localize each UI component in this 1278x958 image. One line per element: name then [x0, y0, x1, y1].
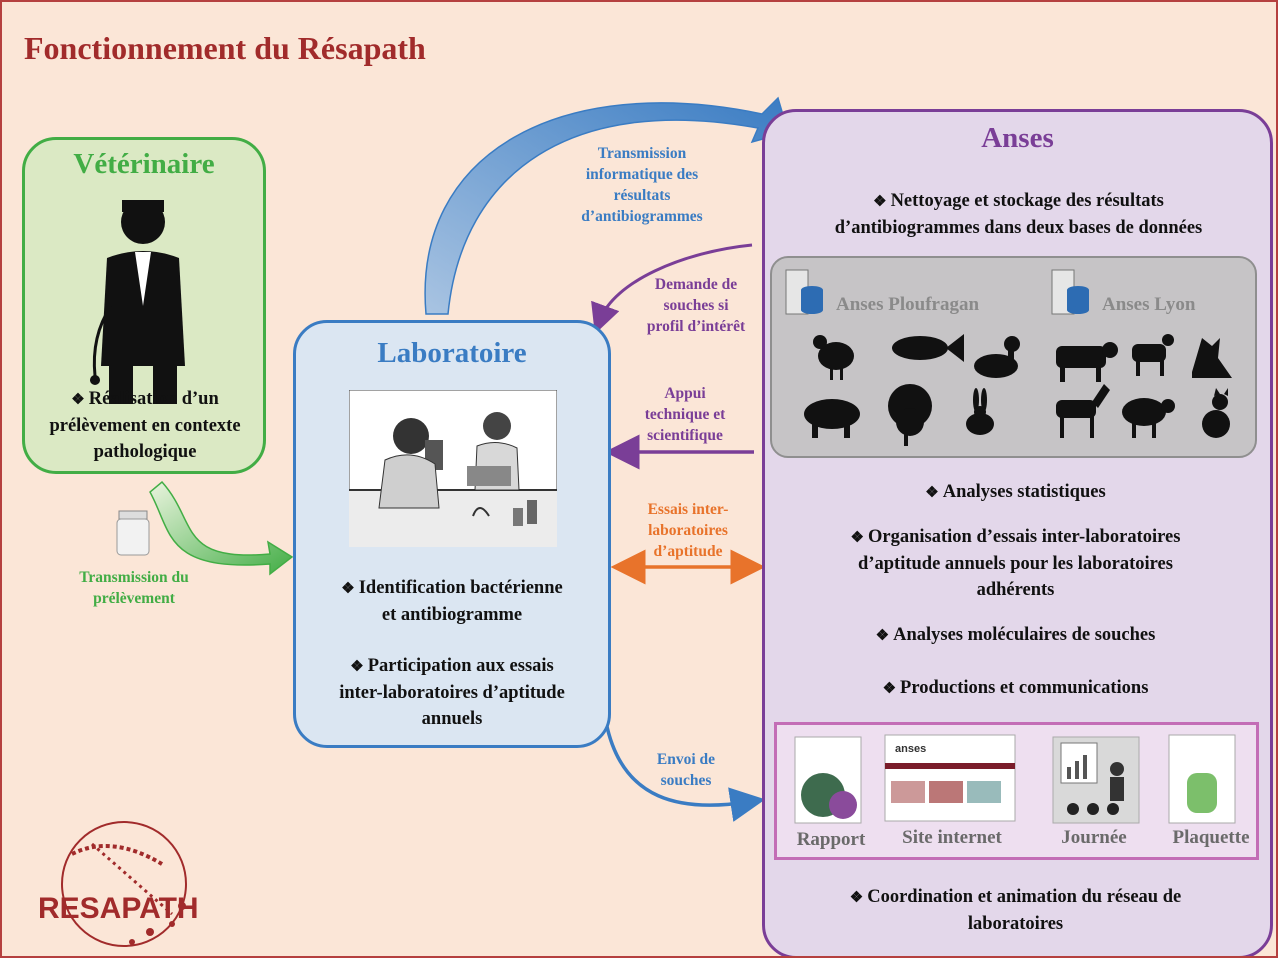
veterinaire-heading: Vétérinaire: [73, 148, 215, 180]
ploufragan-animals: [804, 334, 1020, 446]
production-journee: Journée: [1061, 827, 1127, 848]
resapath-logo-text: RESAPATH: [38, 892, 199, 925]
prelevement-arrow: [149, 480, 294, 576]
veterinaire-bullet: ❖Réalisation d’un prélèvement en context…: [49, 389, 241, 462]
anses-bullet-stats: ❖Analyses statistiques: [925, 482, 1106, 502]
anses-bullet-productions: ❖Productions et communications: [882, 678, 1149, 698]
lyon-animals: [1056, 334, 1232, 438]
species-box: Anses Ploufragan Anses Lyon: [770, 256, 1257, 458]
production-plaquette: Plaquette: [1172, 827, 1250, 848]
pig-icon: [804, 399, 860, 438]
cow-icon: [1056, 342, 1118, 382]
anses-heading: Anses: [981, 122, 1054, 154]
resapath-logo: [61, 821, 187, 947]
anses-bullet-stockage: ❖Nettoyage et stockage des résultats d’a…: [834, 191, 1203, 238]
sample-jar-icon: [116, 510, 150, 556]
goat-icon: [1132, 334, 1174, 376]
journee-thumbnail: [1052, 736, 1140, 824]
laboratoire-bullet-participation: ❖Participation aux essais inter-laborato…: [339, 656, 565, 729]
chicken-icon: [813, 335, 854, 380]
database-server-icon: [785, 269, 823, 315]
fish-icon: [892, 334, 964, 362]
doctor-icon: [90, 200, 185, 404]
site-ploufragan: Anses Ploufragan: [836, 294, 980, 315]
production-site-internet: Site internet: [902, 827, 1002, 848]
anses-bullet-coordination: ❖Coordination et animation du réseau de …: [849, 887, 1182, 934]
demande-arrow: [591, 243, 753, 335]
laboratoire-heading: Laboratoire: [377, 337, 527, 369]
plaquette-thumbnail: [1168, 734, 1236, 824]
horse-icon: [1056, 384, 1110, 438]
rabbit-icon: [966, 388, 994, 435]
site-internet-thumbnail: [884, 734, 1016, 822]
dog-icon: [1192, 338, 1232, 378]
laboratory-illustration: [349, 390, 557, 547]
productions-thumbnails: [794, 734, 1236, 824]
anses-bullet-organisation: ❖Organisation d’essais inter-laboratoire…: [850, 527, 1181, 600]
duck-icon: [974, 336, 1020, 378]
rapport-thumbnail: [794, 736, 862, 824]
productions-box: anses Rapport Site internet Journée Plaq…: [774, 722, 1259, 860]
anses-bullet-moleculaires: ❖Analyses moléculaires de souches: [875, 625, 1156, 645]
laboratoire-bullet-identification: ❖Identification bactérienne et antibiogr…: [341, 578, 563, 625]
site-logo-text: anses: [895, 743, 927, 755]
envoi-arrow: [604, 721, 766, 822]
sheep-icon: [1122, 398, 1175, 438]
page-title: Fonctionnement du Résapath: [24, 30, 426, 66]
site-lyon: Anses Lyon: [1102, 294, 1196, 315]
cat-icon: [1202, 388, 1230, 438]
veterinaire-box: Vétérinaire ❖Réalisation d’un prélèvemen…: [22, 137, 266, 474]
laboratoire-box: Laboratoire ❖Identification bactérienne …: [293, 320, 611, 748]
turkey-icon: [888, 384, 932, 446]
production-rapport: Rapport: [796, 829, 866, 850]
database-server-icon: [1051, 269, 1089, 315]
